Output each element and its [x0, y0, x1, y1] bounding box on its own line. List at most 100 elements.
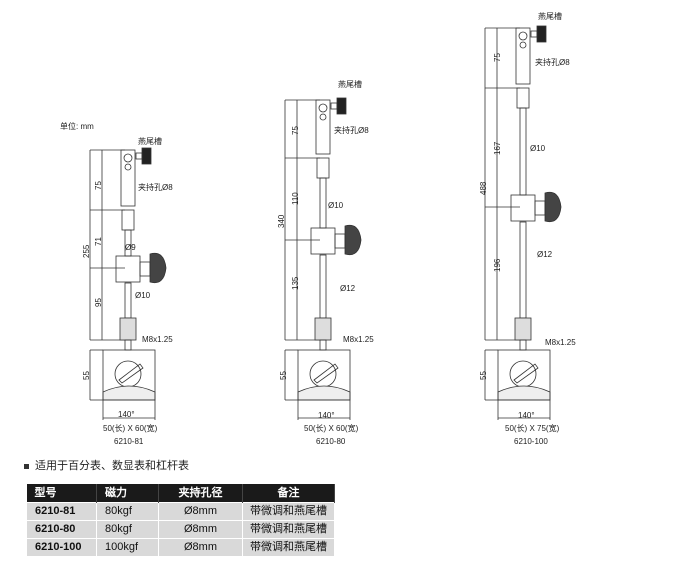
lower-rod-end	[119, 317, 137, 341]
center-clamp	[115, 255, 141, 283]
base-size-label: 50(长) X 75(宽)	[505, 423, 560, 433]
angle-label: 140°	[318, 411, 335, 420]
base-v-groove	[497, 385, 551, 401]
clamp-hole-circle	[519, 41, 527, 49]
clamp-hole-circle	[124, 163, 132, 171]
switch-lever	[313, 363, 339, 384]
stand-6210-100-labels: 燕尾槽 夹持孔Ø8 75 488 167 196 55 Ø10 Ø12 M8x1…	[479, 11, 576, 446]
upper-joint	[121, 209, 135, 231]
dovetail-circle	[318, 103, 328, 113]
dovetail-label: 燕尾槽	[338, 79, 362, 89]
unit-label: 单位: mm	[60, 121, 94, 131]
lower-rod	[319, 254, 327, 319]
angle-label: 140°	[518, 411, 535, 420]
lower-rod-end	[514, 317, 532, 341]
diameter-label: Ø10	[135, 291, 151, 300]
fine-adjust-shaft	[330, 102, 338, 110]
fine-adjust-knob	[141, 147, 152, 165]
dim-label: 340	[277, 214, 286, 228]
switch-lever	[513, 363, 539, 384]
diameter-label: Ø9	[125, 243, 136, 252]
header-model: 型号	[26, 484, 97, 502]
switch-knob	[509, 360, 537, 388]
thread-label: M8x1.25	[343, 335, 374, 344]
dovetail-label: 燕尾槽	[138, 136, 162, 146]
cell-model: 6210-100	[26, 537, 97, 557]
dovetail-circle	[123, 153, 133, 163]
upper-joint	[516, 87, 530, 109]
angle-label: 140°	[118, 410, 135, 419]
cell-remarks: 带微调和燕尾槽	[242, 537, 335, 557]
diameter-label: Ø12	[340, 284, 356, 293]
clamp-hole-label: 夹持孔Ø8	[535, 57, 570, 67]
diameter-label: Ø10	[328, 201, 344, 210]
fine-adjust-knob	[336, 97, 347, 115]
stand-6210-81-labels: 燕尾槽 夹持孔Ø8 75 255 71 95 55 Ø9 Ø10 M8x1.25…	[82, 136, 173, 446]
clamp-neck	[139, 261, 151, 277]
switch-knob	[114, 360, 142, 388]
fine-adjust-shaft	[530, 30, 538, 38]
center-clamp	[310, 227, 336, 255]
indicator-holder	[120, 149, 136, 207]
cell-model: 6210-80	[26, 519, 97, 539]
center-clamp	[510, 194, 536, 222]
magnet-base	[297, 349, 351, 401]
stand-6210-80-labels: 燕尾槽 夹持孔Ø8 75 340 110 135 55 Ø10 Ø12 M8x1…	[277, 79, 374, 446]
cell-model: 6210-81	[26, 501, 97, 521]
switch-lever	[118, 363, 144, 384]
upper-rod	[319, 177, 327, 229]
clamp-hole-circle	[319, 113, 327, 121]
dim-label: 75	[94, 181, 103, 190]
note-text: 适用于百分表、数显表和杠杆表	[35, 459, 189, 472]
table-header-row: 型号 磁力 夹持孔径 备注	[26, 484, 335, 502]
base-size-label: 50(长) X 60(宽)	[304, 423, 359, 433]
thread-stud	[124, 339, 132, 351]
clamp-hole-label: 夹持孔Ø8	[138, 182, 173, 192]
dim-label: 488	[479, 181, 488, 195]
thread-label: M8x1.25	[545, 338, 576, 347]
applicability-note: 适用于百分表、数显表和杠杆表	[24, 459, 189, 473]
magnet-base	[497, 349, 551, 401]
diameter-label: Ø12	[537, 250, 553, 259]
base-v-groove	[297, 385, 351, 401]
upper-rod	[519, 107, 527, 196]
bullet-icon	[24, 463, 29, 469]
model-label: 6210-80	[316, 437, 346, 446]
clamp-knob-icon	[149, 252, 167, 284]
lower-rod	[519, 221, 527, 319]
clamp-knob-icon	[544, 191, 562, 223]
base-v-groove	[102, 385, 156, 401]
dim-label: 55	[82, 371, 91, 380]
fine-adjust-knob	[536, 25, 547, 43]
magnet-base	[102, 349, 156, 401]
cell-force: 80kgf	[96, 501, 159, 521]
indicator-holder	[315, 99, 331, 155]
cell-remarks: 带微调和燕尾槽	[242, 519, 335, 539]
dim-label: 75	[493, 53, 502, 62]
dim-label: 135	[291, 276, 300, 290]
dim-label: 75	[291, 126, 300, 135]
dim-label: 110	[291, 192, 300, 205]
header-remarks: 备注	[242, 484, 335, 502]
upper-joint	[316, 157, 330, 179]
lower-rod-end	[314, 317, 332, 341]
indicator-holder	[515, 27, 531, 85]
model-label: 6210-100	[514, 437, 548, 446]
clamp-neck	[534, 200, 546, 216]
cell-hole: Ø8mm	[158, 519, 243, 539]
dim-label: 71	[94, 237, 103, 246]
dim-label: 167	[493, 141, 502, 155]
dovetail-circle	[518, 31, 528, 41]
cell-hole: Ø8mm	[158, 501, 243, 521]
dovetail-label: 燕尾槽	[538, 11, 562, 21]
cell-hole: Ø8mm	[158, 537, 243, 557]
dim-label: 255	[82, 244, 91, 258]
thread-stud	[519, 339, 527, 351]
clamp-hole-label: 夹持孔Ø8	[334, 125, 369, 135]
thread-label: M8x1.25	[142, 335, 173, 344]
